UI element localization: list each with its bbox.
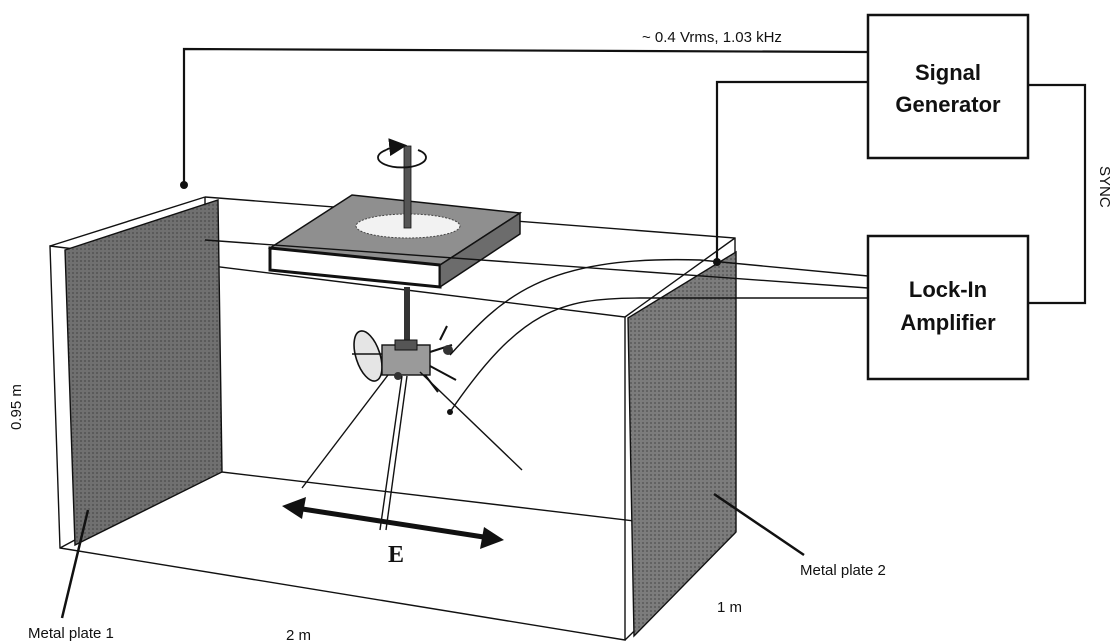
double-arrow-icon	[282, 497, 504, 549]
height-label: 0.95 m	[8, 384, 25, 430]
lock-in-amplifier-box	[866, 234, 1030, 381]
wiring	[180, 47, 1087, 415]
sync-label: SYNC	[1096, 166, 1113, 208]
rotation-platform	[267, 145, 523, 345]
spacecraft-model-icon	[352, 325, 457, 393]
rotation-arrow-icon	[377, 138, 427, 169]
field-label: E	[388, 542, 404, 568]
signal-label: ~ 0.4 Vrms, 1.03 kHz	[642, 29, 782, 46]
plate-1-pointer	[60, 509, 90, 619]
signal-generator-line-2: Generator	[895, 92, 1001, 117]
depth-label: 1 m	[717, 599, 742, 616]
width-label: 2 m	[286, 627, 311, 643]
metal-plate-1	[64, 199, 223, 547]
signal-generator-line-1: Signal	[915, 60, 981, 85]
metal-plate-2	[627, 250, 737, 638]
lock-in-amplifier-line-1: Lock-In	[909, 277, 987, 302]
metal-plate-1-label: Metal plate 1	[28, 625, 114, 642]
signal-generator-box	[866, 13, 1030, 160]
metal-plate-2-label: Metal plate 2	[800, 562, 886, 579]
plate-2-pointer	[713, 492, 805, 557]
lock-in-amplifier-line-2: Amplifier	[900, 310, 996, 335]
